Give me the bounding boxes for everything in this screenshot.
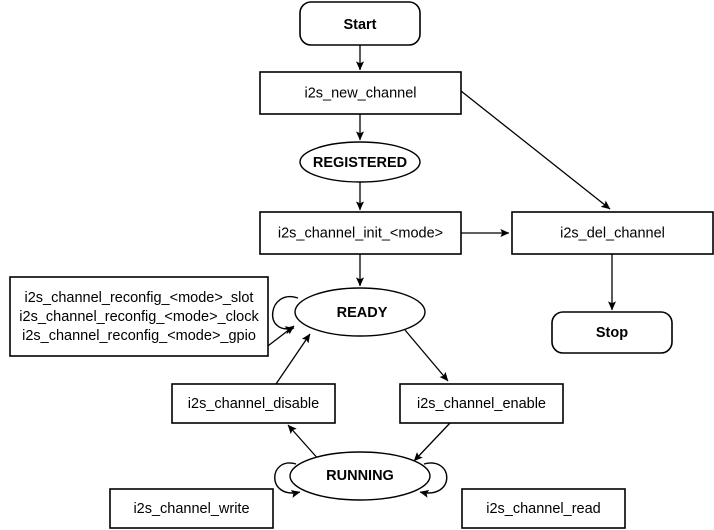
channel-write-label: i2s_channel_write xyxy=(133,501,249,517)
state-running[interactable]: RUNNING xyxy=(289,451,431,501)
ready-shape[interactable] xyxy=(294,287,426,337)
del-channel-label: i2s_del_channel xyxy=(560,225,665,241)
channel-read-label: i2s_channel_read xyxy=(486,501,600,517)
state-ready[interactable]: READY xyxy=(294,287,426,337)
start-label: Start xyxy=(343,17,376,33)
channel-enable-label: i2s_channel_enable xyxy=(417,396,546,412)
process-new-channel[interactable]: i2s_new_channel xyxy=(259,71,462,115)
process-channel-enable[interactable]: i2s_channel_enable xyxy=(399,383,564,424)
registered-label: REGISTERED xyxy=(313,155,407,171)
edge-new-channel-to-del-channel xyxy=(460,90,611,210)
process-channel-disable[interactable]: i2s_channel_disable xyxy=(171,383,336,424)
del-channel-shape[interactable] xyxy=(511,211,714,255)
edge-running-to-channel-disable xyxy=(287,424,321,462)
edge-channel-disable-to-ready xyxy=(275,333,311,385)
channel-reconfig-line-clock: i2s_channel_reconfig_<mode>_clock xyxy=(19,309,259,325)
channel-disable-label: i2s_channel_disable xyxy=(188,396,319,412)
process-channel-read[interactable]: i2s_channel_read xyxy=(461,488,626,529)
process-channel-reconfig[interactable]: i2s_channel_reconfig_<mode>_slot i2s_cha… xyxy=(9,276,269,357)
terminator-stop[interactable]: Stop xyxy=(551,311,673,354)
self-loop-running-write xyxy=(274,462,301,498)
edge-channel-enable-to-running xyxy=(413,422,451,462)
self-loops-layer xyxy=(271,295,448,498)
self-loop-running-read xyxy=(419,462,448,498)
registered-shape[interactable] xyxy=(299,141,421,183)
channel-write-shape[interactable] xyxy=(109,488,274,529)
channel-init-label: i2s_channel_init_<mode> xyxy=(278,225,443,241)
process-channel-write[interactable]: i2s_channel_write xyxy=(109,488,274,529)
channel-reconfig-line-gpio: i2s_channel_reconfig_<mode>_gpio xyxy=(22,328,256,344)
new-channel-shape[interactable] xyxy=(259,71,462,115)
edge-ready-to-channel-enable xyxy=(404,329,449,382)
new-channel-label: i2s_new_channel xyxy=(304,85,416,101)
state-registered[interactable]: REGISTERED xyxy=(299,141,421,183)
channel-reconfig-shape[interactable] xyxy=(9,276,269,357)
start-shape[interactable] xyxy=(299,1,421,46)
stop-label: Stop xyxy=(596,325,628,341)
running-label: RUNNING xyxy=(326,468,394,484)
self-loop-ready xyxy=(271,295,299,334)
channel-enable-shape[interactable] xyxy=(399,383,564,424)
channel-reconfig-line-slot: i2s_channel_reconfig_<mode>_slot xyxy=(25,290,254,306)
stop-shape[interactable] xyxy=(551,311,673,354)
channel-disable-shape[interactable] xyxy=(171,383,336,424)
running-shape[interactable] xyxy=(289,451,431,501)
channel-read-shape[interactable] xyxy=(461,488,626,529)
process-del-channel[interactable]: i2s_del_channel xyxy=(511,211,714,255)
channel-init-shape[interactable] xyxy=(259,211,462,255)
ready-label: READY xyxy=(337,305,388,321)
process-channel-init[interactable]: i2s_channel_init_<mode> xyxy=(259,211,462,255)
terminator-start[interactable]: Start xyxy=(299,1,421,46)
